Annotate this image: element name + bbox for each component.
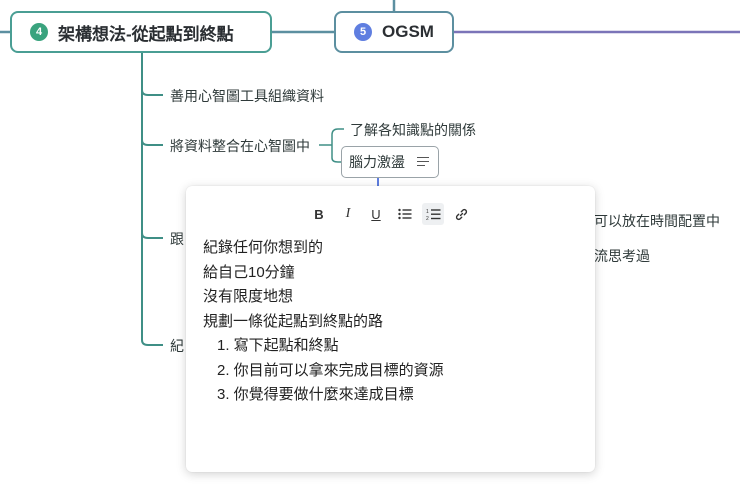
note-content[interactable]: 紀錄任何你想到的 給自己10分鐘 沒有限度地想 規劃一條從起點到終點的路 1. … (203, 236, 444, 408)
note-line: 給自己10分鐘 (203, 263, 295, 281)
numbered-list-item: 2. 你目前可以拿來完成目標的資源 (217, 361, 444, 379)
formatting-toolbar: B I U 1 2 (186, 203, 595, 225)
branch-node[interactable]: 將資料整合在心智圖中 (170, 138, 310, 154)
topic-4-node[interactable]: 4 架構想法-從起點到終點 (10, 11, 272, 53)
underline-button[interactable]: U (371, 206, 381, 222)
topic-number-badge: 4 (30, 23, 48, 41)
branch-node[interactable]: 跟 (170, 231, 184, 247)
topic-5-node[interactable]: 5 OGSM (334, 11, 454, 53)
note-editor-popover[interactable]: B I U 1 2 (186, 186, 595, 472)
svg-text:1: 1 (426, 209, 429, 215)
topic-number-badge: 5 (354, 23, 372, 41)
note-line: 紀錄任何你想到的 (203, 239, 324, 256)
partial-node[interactable]: 可以放在時間配置中 (594, 213, 720, 229)
note-line: 規劃一條從起點到終點的路 (203, 312, 384, 330)
link-icon (455, 208, 467, 220)
topic-5-label: OGSM (382, 22, 434, 41)
svg-text:2: 2 (426, 216, 429, 221)
topic-4-label: 架構想法-從起點到終點 (58, 24, 234, 44)
numbered-list-item: 3. 你覺得要做什麼來達成目標 (217, 386, 414, 403)
partial-node[interactable]: 流思考過 (594, 248, 650, 264)
note-lines-icon[interactable] (417, 157, 429, 167)
numbered-list-button[interactable]: 1 2 (422, 203, 444, 225)
link-button[interactable] (450, 203, 472, 225)
selected-node-label: 腦力激盪 (349, 154, 405, 170)
selected-node-brainstorm[interactable]: 腦力激盪 (341, 146, 439, 178)
bulleted-list-button[interactable] (394, 203, 416, 225)
branch-node[interactable]: 紀 (170, 338, 184, 354)
numbered-list-item: 1. 寫下起點和終點 (217, 337, 339, 354)
italic-button[interactable]: I (345, 206, 351, 221)
bulleted-list-icon (398, 208, 412, 220)
subnode[interactable]: 了解各知識點的關係 (350, 122, 476, 138)
numbered-list-icon: 1 2 (426, 209, 440, 221)
bold-button[interactable]: B (314, 206, 324, 222)
note-line: 沒有限度地想 (203, 288, 294, 305)
branch-node[interactable]: 善用心智圖工具組織資料 (170, 88, 324, 104)
